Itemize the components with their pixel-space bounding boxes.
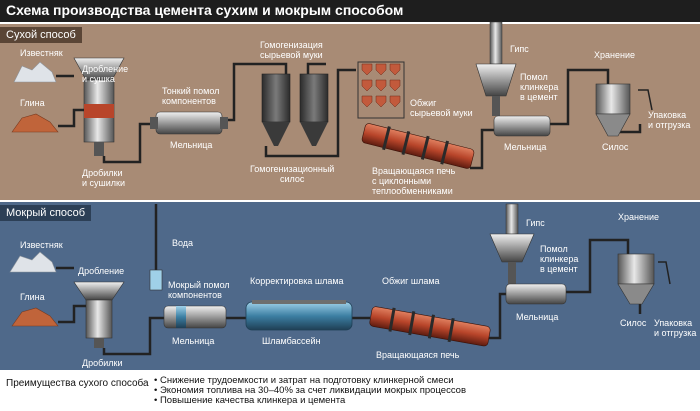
wet-mill1-label: Мельница — [172, 336, 215, 346]
wet-gypsum-label: Гипс — [526, 218, 545, 228]
wet-gypsum-hopper — [489, 203, 535, 284]
wet-limestone-pile — [9, 251, 57, 273]
wet-rotary-kiln-label: Вращающаяся печь — [376, 350, 460, 360]
dry-section-label: Сухой способ — [0, 27, 82, 43]
wet-cement-silo — [617, 253, 671, 305]
dry-storage-label: Хранение — [594, 50, 635, 60]
dry-process-panel: Сухой способ — [0, 24, 700, 200]
dry-raw-meal-firing-label: Обжиг сырьевой муки — [410, 98, 473, 118]
dry-cement-silo — [595, 83, 653, 137]
wet-crusher — [73, 281, 125, 348]
advantages-heading: Преимущества сухого способа — [6, 378, 149, 389]
dry-crusher-dryer-label: Дробилки и сушилки — [82, 168, 125, 188]
dry-homog-silo-label: Гомогенизационный силос — [250, 164, 335, 184]
wet-limestone-label: Известняк — [20, 240, 63, 250]
wet-section-label: Мокрый способ — [0, 205, 92, 221]
dry-rotary-kiln-label: Вращающаяся печь с циклонными теплообмен… — [372, 166, 456, 196]
dry-raw-mill — [150, 111, 228, 135]
wet-water-tank — [149, 269, 163, 291]
wet-crushing-label: Дробление — [78, 266, 125, 276]
wet-slurry-firing-label: Обжиг шлама — [382, 276, 440, 286]
advantage-item: Снижение трудоемкости и затрат на подгот… — [154, 376, 466, 386]
process-diagram-graphics — [9, 21, 671, 356]
wet-raw-mill — [163, 305, 227, 329]
dry-fine-grinding-label: Тонкий помол компонентов — [162, 86, 220, 106]
dry-crusher-dryer — [73, 57, 125, 156]
dry-limestone-pile — [13, 61, 57, 83]
dry-gypsum-hopper — [475, 21, 517, 116]
wet-packing-label: Упаковка и отгрузка — [654, 318, 697, 338]
wet-clinker-grinding-label: Помол клинкера в цемент — [540, 244, 579, 274]
wet-slurry-basin-label: Шламбассейн — [262, 336, 321, 346]
advantages-list: Снижение трудоемкости и затрат на подгот… — [154, 376, 466, 406]
wet-cement-mill — [505, 283, 567, 305]
dry-clay-pile — [11, 113, 59, 133]
dry-mill2-label: Мельница — [504, 142, 547, 152]
dry-cement-mill — [493, 115, 551, 137]
page-title: Схема производства цемента сухим и мокры… — [6, 2, 404, 18]
wet-pipes — [56, 204, 642, 356]
dry-cyclone-preheater — [357, 61, 405, 119]
wet-slurry-correction-label: Корректировка шлама — [250, 276, 344, 286]
wet-wet-grinding-label: Мокрый помол компонентов — [168, 280, 230, 300]
title-bar: Схема производства цемента сухим и мокры… — [0, 0, 700, 22]
advantage-item: Повышение качества клинкера и цемента — [154, 396, 466, 406]
wet-mill2-label: Мельница — [516, 312, 559, 322]
dry-crushing-drying-label: Дробление и сушка — [82, 64, 129, 84]
wet-slurry-basin — [245, 300, 353, 331]
wet-clay-label: Глина — [20, 292, 45, 302]
wet-storage-label: Хранение — [618, 212, 659, 222]
advantage-item: Экономия топлива на 30–40% за счет ликви… — [154, 386, 466, 396]
dry-homogenization-label: Гомогенизация сырьевой муки — [260, 40, 323, 60]
wet-clay-pile — [11, 307, 59, 327]
dry-clay-label: Глина — [20, 98, 45, 108]
dry-clinker-grinding-label: Помол клинкера в цемент — [520, 72, 559, 102]
dry-homogenization-silos — [261, 73, 329, 146]
footer-advantages: Преимущества сухого способа Снижение тру… — [0, 372, 700, 411]
dry-rotary-kiln — [361, 123, 475, 169]
dry-packing-label: Упаковка и отгрузка — [648, 110, 691, 130]
wet-water-label: Вода — [172, 238, 194, 248]
wet-crushers-label: Дробилки — [82, 358, 123, 368]
wet-rotary-kiln — [369, 306, 491, 347]
wet-silo-label: Силос — [620, 318, 647, 328]
dry-mill1-label: Мельница — [170, 140, 213, 150]
dry-gypsum-label: Гипс — [510, 44, 529, 54]
dry-limestone-label: Известняк — [20, 48, 63, 58]
dry-silo-label: Силос — [602, 142, 629, 152]
